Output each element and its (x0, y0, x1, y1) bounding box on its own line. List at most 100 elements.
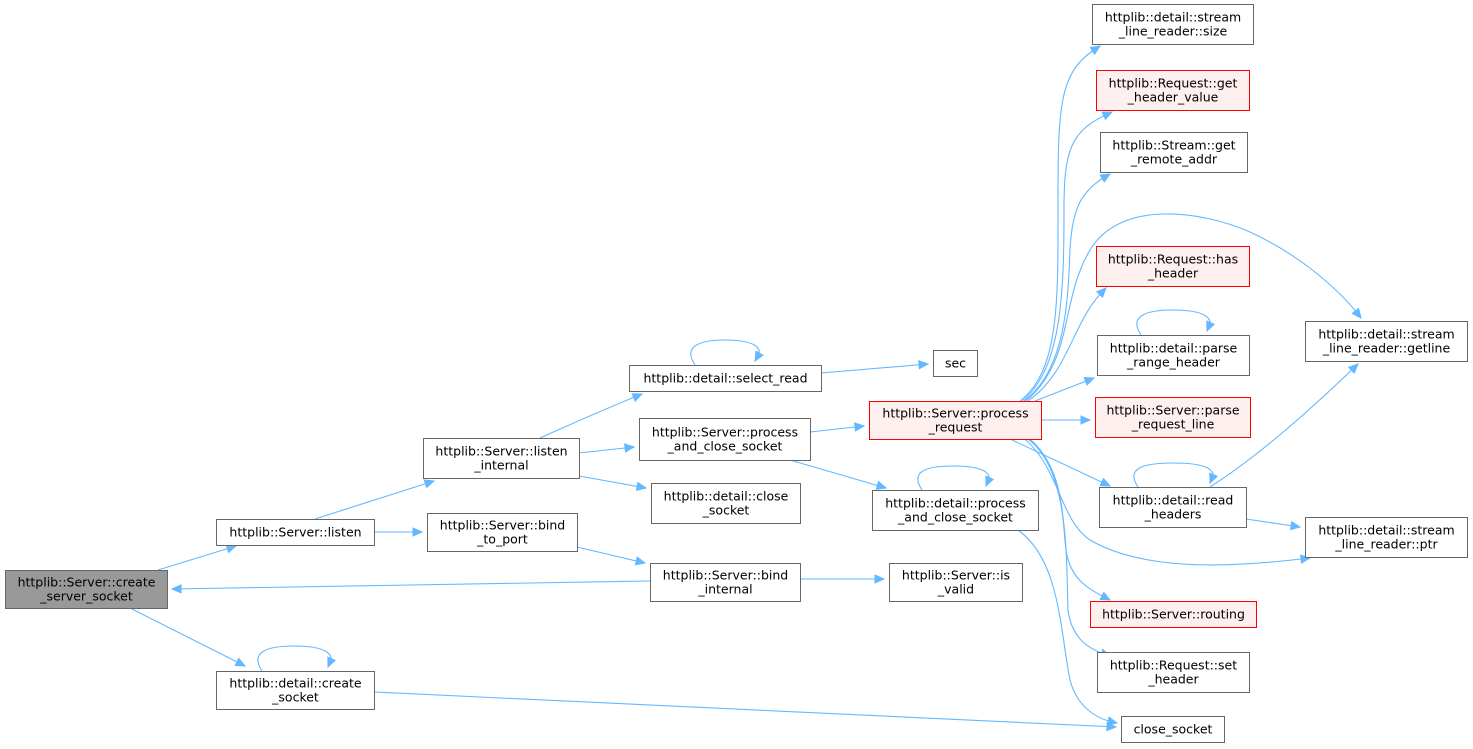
edge-detail_process_and_close_socket-to-detail_process_and_close_socket (917, 465, 995, 491)
edge-line (690, 339, 760, 366)
arrowhead (1209, 472, 1219, 485)
node-label-line: _range_header (1126, 355, 1221, 370)
node-box (1097, 652, 1250, 693)
edge-select_read-to-select_read (690, 339, 764, 366)
node-close-socket[interactable]: close_socket (1121, 716, 1225, 743)
node-label-line: _header_value (1127, 90, 1219, 105)
arrowhead (875, 480, 888, 490)
node-listen-internal[interactable]: httplib::Server::listen_internal (423, 438, 580, 479)
node-box (1100, 132, 1248, 173)
node-label-line: httplib::Server::routing (1102, 607, 1245, 622)
edge-detail_process_and_close_socket-to-close_socket (1017, 529, 1119, 726)
arrowhead (631, 393, 644, 403)
edge-line (314, 480, 435, 520)
edge-read_headers-to-slr_ptr (1245, 518, 1302, 531)
node-label-line: _to_port (476, 532, 528, 547)
node-sec[interactable]: sec (933, 350, 978, 377)
node-box (1095, 397, 1251, 438)
edge-line (1027, 438, 1111, 657)
edge-process_request-to-get_remote_addr (1023, 173, 1112, 402)
node-label-line: httplib::Stream::get (1112, 138, 1235, 153)
node-label-line: _and_close_socket (667, 439, 783, 454)
node-label-line: _server_socket (39, 589, 133, 604)
node-label-line: httplib::Server::listen (435, 444, 567, 459)
node-box (1121, 716, 1225, 743)
edge-line (1027, 287, 1107, 402)
node-get-header-value[interactable]: httplib::Request::get_header_value (1096, 70, 1250, 111)
node-box (5, 570, 168, 609)
node-is-valid[interactable]: httplib::Server::is_valid (889, 563, 1023, 602)
arrowhead (234, 657, 247, 667)
node-label-line: _headers (1144, 507, 1202, 522)
node-bind-to-port[interactable]: httplib::Server::bind_to_port (427, 513, 578, 552)
node-label-line: httplib::Server::bind (440, 518, 565, 533)
node-box (889, 563, 1023, 602)
node-label-line: _line_reader::size (1118, 24, 1228, 39)
edge-line (1017, 529, 1118, 724)
node-get-remote-addr[interactable]: httplib::Stream::get_remote_addr (1100, 132, 1248, 173)
edge-line (1029, 438, 1111, 601)
arrowhead (1101, 111, 1114, 121)
node-parse-request-line[interactable]: httplib::Server::parse_request_line (1095, 397, 1251, 438)
edge-line (917, 465, 990, 491)
arrowhead (1083, 377, 1096, 386)
node-box (651, 483, 801, 524)
node-detail-create-socket[interactable]: httplib::detail::create_socket (216, 671, 375, 710)
node-label-line: httplib::Server::create (18, 575, 156, 590)
node-create-server-socket[interactable]: httplib::Server::create_server_socket (5, 570, 168, 609)
edges-layer (129, 45, 1362, 732)
edge-listen_internal-to-detail_close_socket (578, 475, 648, 492)
arrowhead (423, 479, 436, 489)
node-label-line: _request (928, 420, 983, 435)
node-parse-range-header[interactable]: httplib::detail::parse_range_header (1097, 335, 1250, 376)
node-box (650, 563, 801, 602)
node-set-header[interactable]: httplib::Request::set_header (1097, 652, 1250, 693)
node-label-line: _header (1147, 266, 1199, 281)
edge-line (1133, 462, 1214, 488)
node-label-line: close_socket (1134, 722, 1213, 737)
node-label-line: httplib::detail::stream (1318, 327, 1454, 342)
node-label-line: _socket (702, 503, 750, 518)
node-routing[interactable]: httplib::Server::routing (1090, 601, 1257, 628)
node-label-line: httplib::Request::has (1108, 252, 1238, 267)
node-detail-process-and-close-socket[interactable]: httplib::detail::process_and_close_socke… (872, 490, 1039, 531)
node-bind-internal[interactable]: httplib::Server::bind_internal (650, 563, 801, 602)
arrowhead (1099, 477, 1112, 487)
node-has-header[interactable]: httplib::Request::has_header (1096, 246, 1250, 287)
arrowhead (874, 574, 886, 584)
arrowhead (918, 360, 930, 370)
node-label-line: _valid (937, 582, 974, 597)
node-select-read[interactable]: httplib::detail::select_read (629, 365, 822, 392)
arrowhead (1095, 287, 1107, 299)
edge-detail_create_socket-to-detail_create_socket (257, 645, 337, 672)
node-process-request[interactable]: httplib::Server::process_request (869, 401, 1042, 440)
node-label-line: _internal (473, 458, 528, 473)
node-label-line: sec (945, 356, 966, 371)
edge-process_request-to-slr_getline (1025, 213, 1362, 402)
node-server-process-and-close-socket[interactable]: httplib::Server::process_and_close_socke… (639, 418, 811, 461)
node-slr-ptr[interactable]: httplib::detail::stream_line_reader::ptr (1305, 517, 1468, 558)
edge-read_headers-to-read_headers (1133, 462, 1219, 488)
edge-create_server_socket-to-listen (157, 544, 238, 571)
node-label-line: httplib::detail::select_read (643, 371, 807, 386)
arrowhead (634, 556, 647, 566)
node-detail-close-socket[interactable]: httplib::detail::close_socket (651, 483, 801, 524)
node-label-line: httplib::Server::process (882, 406, 1028, 421)
node-listen[interactable]: httplib::Server::listen (216, 519, 375, 546)
edge-line (1021, 111, 1113, 402)
edge-process_request-to-parse_request_line (1041, 415, 1092, 425)
arrowhead (1347, 363, 1359, 375)
node-label-line: _line_reader::ptr (1334, 537, 1438, 552)
node-slr-size[interactable]: httplib::detail::stream_line_reader::siz… (1092, 4, 1254, 45)
edge-process_request-to-routing (1029, 438, 1112, 601)
node-box (1096, 70, 1250, 111)
node-box (427, 513, 578, 552)
node-label-line: httplib::detail::close (664, 489, 789, 504)
arrowhead (1289, 520, 1302, 531)
node-box (1305, 517, 1468, 558)
edge-listen_internal-to-select_read (539, 393, 644, 439)
node-read-headers[interactable]: httplib::detail::read_headers (1099, 487, 1247, 528)
node-slr-getline[interactable]: httplib::detail::stream_line_reader::get… (1305, 321, 1468, 362)
arrowhead (635, 481, 648, 492)
edge-line (1019, 45, 1101, 402)
